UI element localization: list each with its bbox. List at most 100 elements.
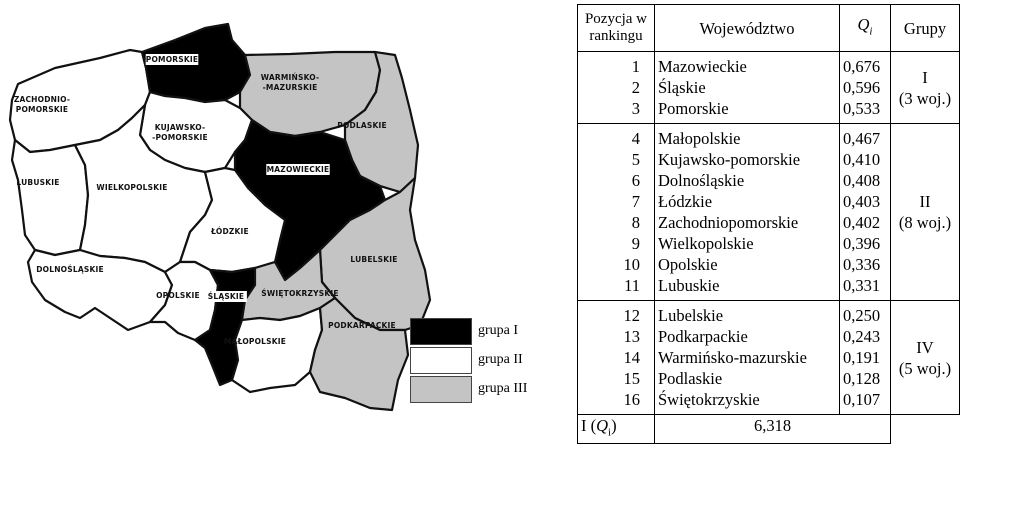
table-row-pos: 6 <box>631 171 640 190</box>
summary-row: I (Qi)6,318 <box>577 413 960 445</box>
table-row-name: Wielkopolskie <box>658 234 754 253</box>
header-q: Qi <box>839 4 891 52</box>
table-row-q: 0,191 <box>843 348 881 367</box>
region-label-zachodniopomorskie: POMORSKIE <box>16 105 68 114</box>
summary-value: 6,318 <box>654 413 891 445</box>
table-row-pos: 13 <box>623 327 641 346</box>
table-row-q: 0,331 <box>843 276 881 295</box>
table-row-name: Małopolskie <box>658 129 741 148</box>
region-malopolskie <box>230 306 324 394</box>
table-row-q: 0,243 <box>843 327 881 346</box>
table-row-name: Śląskie <box>658 78 706 97</box>
region-label-box <box>205 291 247 302</box>
legend-label: grupa III <box>478 381 528 396</box>
region-label-pomorskie: POMORSKIE <box>146 55 198 64</box>
group-count: (5 woj.) <box>898 358 952 378</box>
table-row-q: 0,403 <box>843 192 881 211</box>
table-row-name: Zachodniopomorskie <box>658 213 799 232</box>
legend-swatch <box>410 376 472 403</box>
q-value-cell: 0,250 0,243 0,191 0,128 0,107 <box>839 300 891 415</box>
group-cell: I(3 woj.) <box>890 51 960 124</box>
summary-label: I (Qi) <box>577 413 655 445</box>
legend-label: grupa II <box>478 352 523 367</box>
region-label-opolskie: OPOLSKIE <box>156 291 200 300</box>
region-label-swietokrzyskie: ŚWIĘTOKRZYSKIE <box>261 289 338 298</box>
table-row-name: Podlaskie <box>658 369 723 388</box>
region-label-mazowieckie: MAZOWIECKIE <box>267 165 330 174</box>
region-label-kujawsko-pomorskie: -POMORSKIE <box>152 133 208 142</box>
region-label-lubuskie: LUBUSKIE <box>16 178 59 187</box>
table-row-q: 0,410 <box>843 150 881 169</box>
table-row-name: Mazowieckie <box>658 57 747 76</box>
table-row-name: Łódzkie <box>658 192 713 211</box>
region-label-slaskie: ŚLĄSKIE <box>208 292 245 301</box>
table-row-pos: 11 <box>624 276 640 295</box>
group-roman: II <box>919 192 931 211</box>
region-warminsko-mazurskie <box>238 50 382 138</box>
table-row-name: Świętokrzyskie <box>658 390 760 409</box>
region-label-box <box>145 54 199 65</box>
table-row-pos: 15 <box>623 369 641 388</box>
region-label-dolnoslaskie: DOLNOŚLĄSKIE <box>36 265 104 274</box>
header-position: Pozycja w rankingu <box>577 4 655 52</box>
table-row-q: 0,128 <box>843 369 881 388</box>
region-label-malopolskie: MAŁOPOLSKIE <box>224 337 286 346</box>
region-label-wielkopolskie: WIELKOPOLSKIE <box>96 183 167 192</box>
header-voivodeship: Województwo <box>654 4 840 52</box>
group-cell: IV(5 woj.) <box>890 300 960 415</box>
region-label-podkarpackie: PODKARPACKIE <box>328 321 396 330</box>
map-svg: POMORSKIEZACHODNIO-POMORSKIEWARMIŃSKO--M… <box>8 22 432 412</box>
table-row-q: 0,676 <box>843 57 881 76</box>
region-label-lodzkie: ŁÓDZKIE <box>210 227 249 236</box>
table-row-name: Pomorskie <box>658 99 729 118</box>
summary-empty <box>891 415 960 444</box>
table-row-pos: 4 <box>631 129 640 148</box>
group-count: (8 woj.) <box>898 213 952 232</box>
table-row-pos: 8 <box>631 213 640 232</box>
table-row-q: 0,396 <box>843 234 881 253</box>
table-row-pos: 2 <box>631 78 640 97</box>
region-label-warminsko-mazurskie: WARMIŃSKO- <box>261 73 320 82</box>
table-row-pos: 3 <box>631 99 640 118</box>
table-row-name: Dolnośląskie <box>658 171 745 190</box>
region-podkarpackie <box>308 296 410 412</box>
group-count: (3 woj.) <box>898 88 952 108</box>
table-row-q: 0,107 <box>843 390 881 409</box>
table-row-q: 0,402 <box>843 213 881 232</box>
region-label-podlaskie: PODLASKIE <box>337 121 387 130</box>
legend-swatch <box>410 347 472 374</box>
region-label-zachodniopomorskie: ZACHODNIO- <box>14 95 70 104</box>
table-row-q: 0,596 <box>843 78 881 97</box>
table-row-name: Kujawsko-pomorskie <box>658 150 801 169</box>
table-row-pos: 10 <box>623 255 641 274</box>
region-lubuskie <box>10 138 90 257</box>
table-row-pos: 9 <box>631 234 640 253</box>
table-row-name: Opolskie <box>658 255 718 274</box>
region-label-kujawsko-pomorskie: KUJAWSKO- <box>155 123 206 132</box>
table-row-pos: 14 <box>623 348 641 367</box>
ranking-table: Pozycja w rankingu Województwo Qi Grupy … <box>577 4 960 445</box>
region-label-box <box>266 164 330 175</box>
table-row-pos: 16 <box>623 390 641 409</box>
table-row-name: Lubelskie <box>658 306 724 325</box>
table-row-q: 0,250 <box>843 306 881 325</box>
table-row-pos: 1 <box>631 57 640 76</box>
table-row-q: 0,336 <box>843 255 881 274</box>
table-row-pos: 5 <box>631 150 640 169</box>
region-label-warminsko-mazurskie: -MAZURSKIE <box>263 83 318 92</box>
table-row-q: 0,467 <box>843 129 881 148</box>
table-row-name: Warmińsko-mazurskie <box>658 348 807 367</box>
group-roman: IV <box>916 337 934 357</box>
rank-cell: 1 2 3 <box>577 51 655 124</box>
group-cell: II (8 woj.) <box>890 123 960 301</box>
